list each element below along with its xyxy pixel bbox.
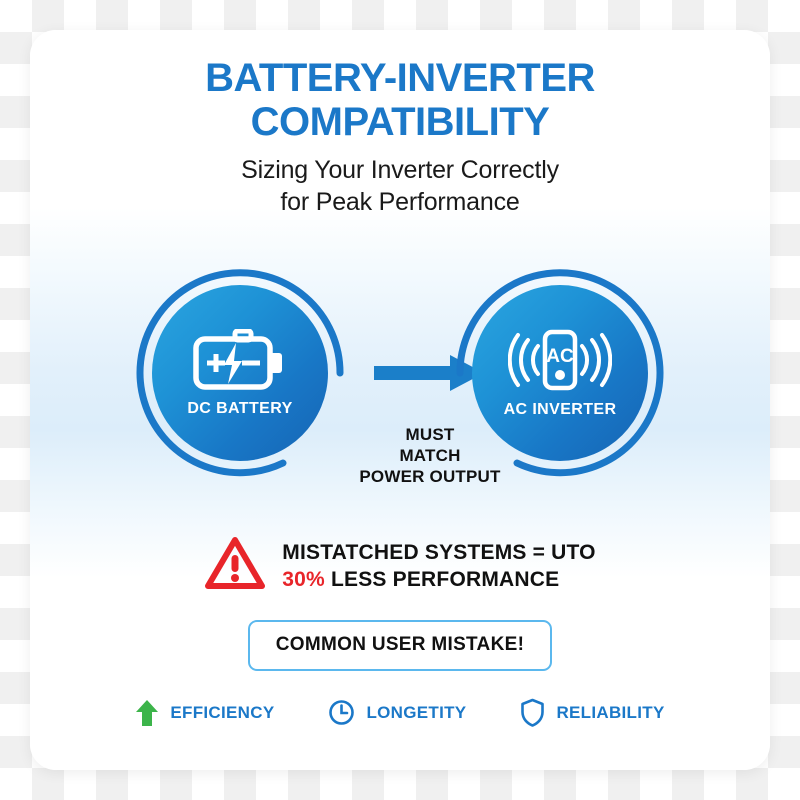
warning-line-1: MISTATCHED SYSTEMS = UTO [282,540,596,564]
shield-icon [520,698,545,727]
ac-inverter-node: AC AC INVERTER [451,264,669,482]
page-subtitle-line-2: for Peak Performance [280,188,520,216]
page-title-line-1: BATTERY-INVERTER [205,56,595,100]
infographic-card: BATTERY-INVERTER COMPATIBILITY Sizing Yo… [30,30,770,770]
page-subtitle-line-1: Sizing Your Inverter Correctly [241,156,559,184]
header: BATTERY-INVERTER COMPATIBILITY Sizing Yo… [30,56,770,218]
common-user-mistake-button[interactable]: COMMON USER MISTAKE! [247,620,553,671]
battery-ring-arc-icon [136,269,344,477]
warning-line-2: 30% LESS PERFORMANCE [282,566,595,593]
inverter-ring-arc-icon [456,269,664,477]
feature-reliability: RELIABILITY [520,698,664,727]
ac-inverter-label: AC INVERTER [503,400,617,418]
ac-inverter-device-icon: AC [507,328,613,397]
compatibility-diagram: DC BATTERY MUST MATCH POWER OUTPUT [30,248,770,498]
feature-reliability-label: RELIABILITY [556,702,665,722]
page-subtitle: Sizing Your Inverter Correctly for Peak … [30,154,770,218]
warning-line-2-rest: LESS PERFORMANCE [324,567,560,591]
match-arrow [369,353,491,398]
feature-efficiency: EFFICIENCY [135,699,274,727]
must-match-line-1: MUST [405,425,455,444]
dc-battery-label: DC BATTERY [187,399,293,417]
battery-icon [192,328,288,396]
must-match-line-2: MATCH [399,446,461,465]
warning-text: MISTATCHED SYSTEMS = UTO 30% LESS PERFOR… [282,539,595,593]
page-title-line-2: COMPATIBILITY [250,100,550,144]
ac-inverter-disc: AC AC INVERTER [472,285,648,461]
right-arrow-icon [374,355,484,391]
must-match-caption: MUST MATCH POWER OUTPUT [330,424,530,487]
feature-efficiency-label: EFFICIENCY [170,702,275,722]
features-row: EFFICIENCY LONGETITY RELIABILITY [30,698,770,727]
feature-longetity-label: LONGETITY [366,702,467,722]
clock-icon [328,699,355,726]
warning-percent: 30% [282,567,325,591]
warning-triangle-icon [204,535,266,596]
svg-text:AC: AC [546,346,574,367]
warning-row: MISTATCHED SYSTEMS = UTO 30% LESS PERFOR… [30,535,770,596]
dc-battery-disc: DC BATTERY [152,285,328,461]
up-arrow-icon [135,699,159,727]
must-match-line-3: POWER OUTPUT [359,467,501,486]
dc-battery-node: DC BATTERY [131,264,349,482]
callout-row: COMMON USER MISTAKE! [30,620,770,671]
feature-longetity: LONGETITY [328,699,466,726]
